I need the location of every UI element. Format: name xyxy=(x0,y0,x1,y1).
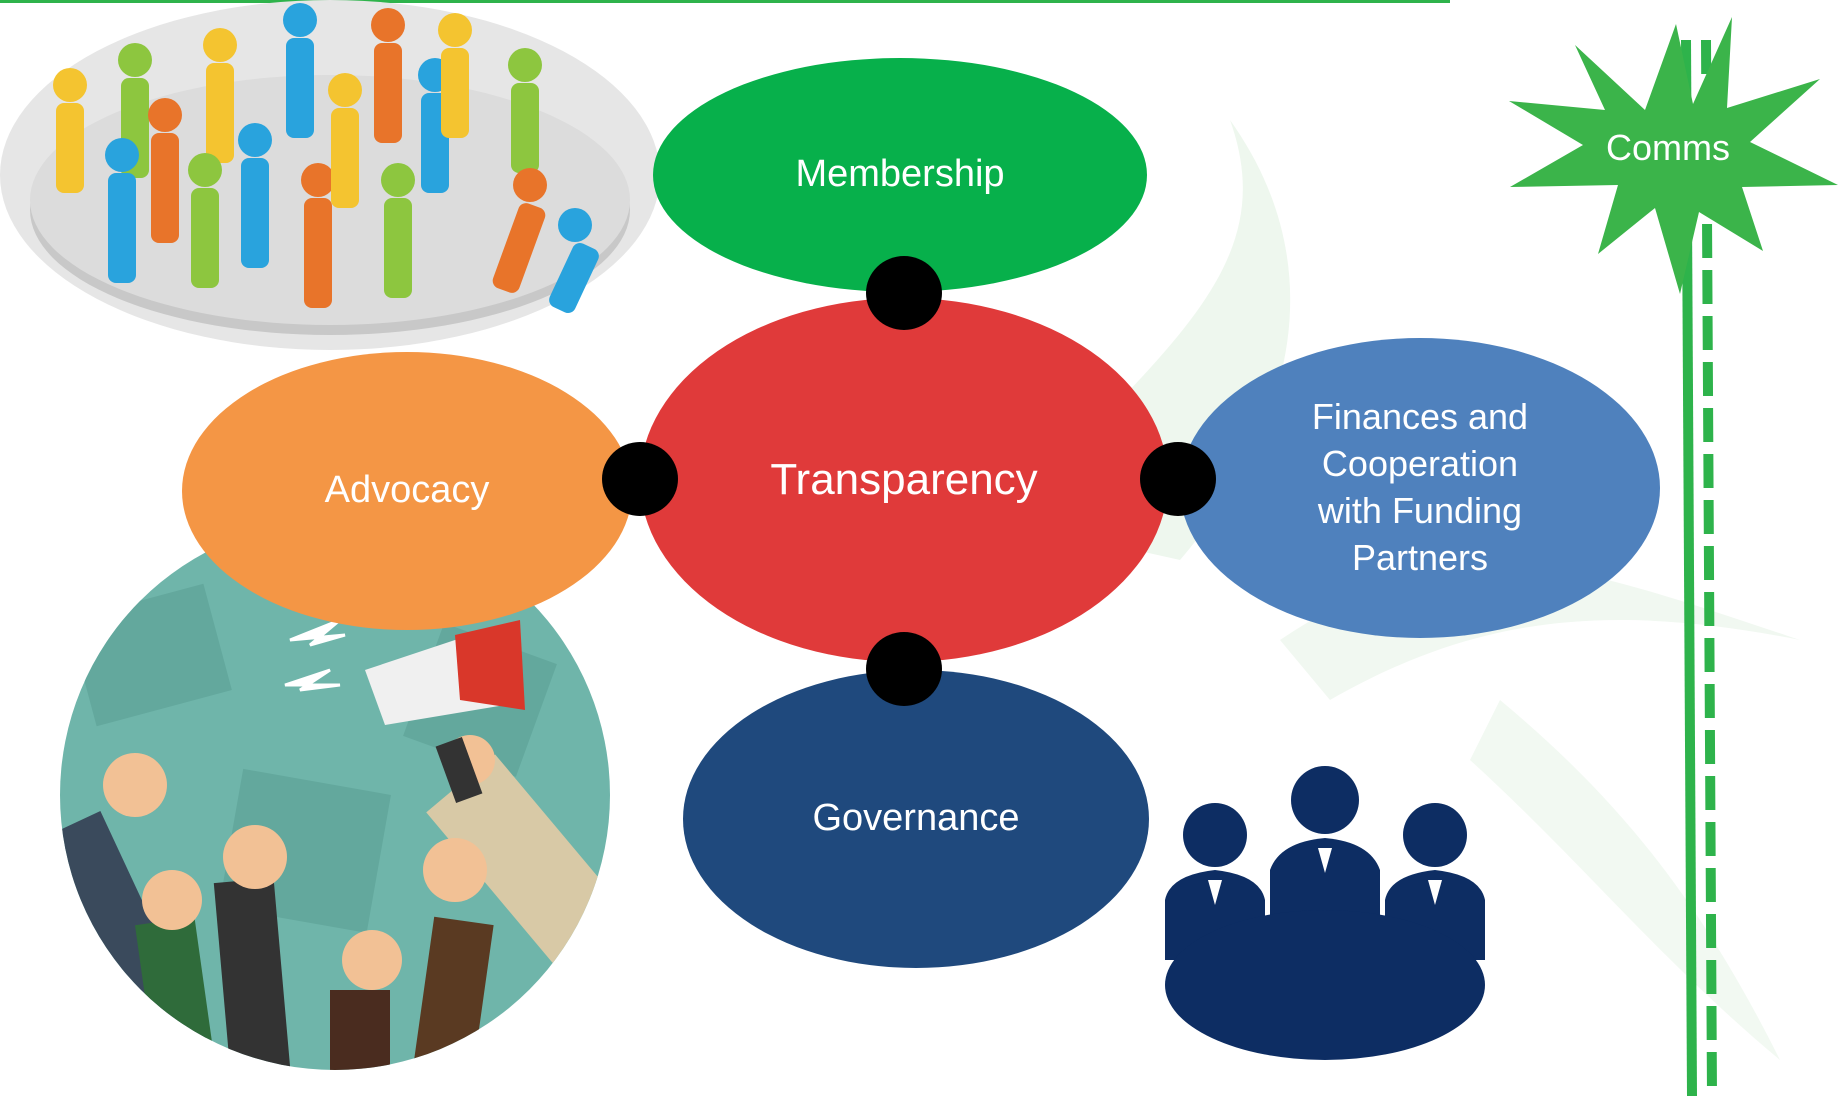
governance-node[interactable]: Governance xyxy=(683,670,1149,968)
transparency-node[interactable]: Transparency xyxy=(640,298,1168,662)
connector-dot-right xyxy=(1140,442,1216,516)
top-divider-line xyxy=(0,0,1450,3)
finances-label: Finances and Cooperation with Funding Pa… xyxy=(1311,396,1529,578)
connector-dot-bottom xyxy=(866,632,942,706)
connector-dot-left xyxy=(602,442,678,516)
comms-star-shape xyxy=(1509,17,1838,294)
comms-label: Comms xyxy=(1606,127,1730,168)
crowd-illustration xyxy=(0,0,660,350)
governance-label: Governance xyxy=(812,797,1020,840)
transparency-label: Transparency xyxy=(770,455,1038,505)
connector-dot-top xyxy=(866,256,942,330)
membership-label: Membership xyxy=(795,153,1005,196)
finances-node[interactable]: Finances and Cooperation with Funding Pa… xyxy=(1180,338,1660,638)
advocacy-label: Advocacy xyxy=(324,469,490,512)
membership-node[interactable]: Membership xyxy=(653,58,1147,292)
advocacy-node[interactable]: Advocacy xyxy=(182,352,632,630)
